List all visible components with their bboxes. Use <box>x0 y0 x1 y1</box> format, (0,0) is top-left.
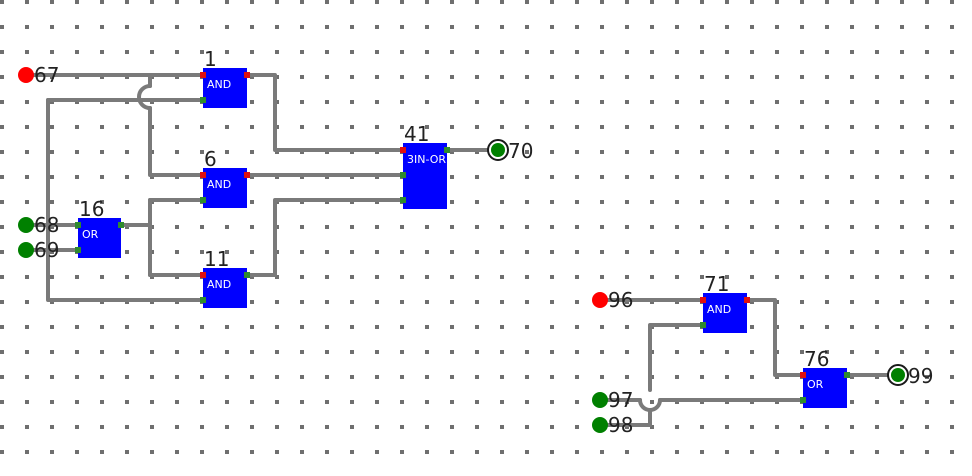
input-pin[interactable] <box>200 297 206 303</box>
gate-type-label: AND <box>207 278 231 291</box>
output-pin[interactable] <box>244 272 250 278</box>
gate-11[interactable]: AND 11 <box>200 247 250 308</box>
input-toggle[interactable] <box>592 417 608 433</box>
gate-type-label: AND <box>207 78 231 91</box>
input-pin[interactable] <box>75 222 81 228</box>
gate-76[interactable]: OR 76 <box>800 347 850 408</box>
input-toggle[interactable] <box>18 67 34 83</box>
gate-id-label: 6 <box>204 147 217 171</box>
input-node-96[interactable]: 96 <box>592 288 633 312</box>
input-pin[interactable] <box>400 197 406 203</box>
output-id-label: 99 <box>908 364 933 388</box>
output-pin[interactable] <box>844 372 850 378</box>
gate-type-label: 3IN-OR <box>407 153 446 166</box>
output-pin[interactable] <box>444 147 450 153</box>
output-pin[interactable] <box>244 72 250 78</box>
input-pin[interactable] <box>800 372 806 378</box>
input-node-97[interactable]: 97 <box>592 388 633 412</box>
gate-1[interactable]: AND 1 <box>200 47 250 108</box>
output-pin[interactable] <box>118 222 124 228</box>
input-pin[interactable] <box>200 72 206 78</box>
input-pin[interactable] <box>200 197 206 203</box>
gate-71[interactable]: AND 71 <box>700 272 750 333</box>
gate-body[interactable] <box>803 368 847 408</box>
gate-body[interactable] <box>203 168 247 208</box>
input-pin[interactable] <box>700 322 706 328</box>
input-pin[interactable] <box>400 147 406 153</box>
input-id-label: 67 <box>34 63 59 87</box>
gate-body[interactable] <box>403 143 447 209</box>
input-id-label: 97 <box>608 388 633 412</box>
gate-type-label: AND <box>207 178 231 191</box>
gate-id-label: 71 <box>704 272 729 296</box>
input-toggle[interactable] <box>592 292 608 308</box>
input-node-67[interactable]: 67 <box>18 63 59 87</box>
output-pin[interactable] <box>244 172 250 178</box>
input-toggle[interactable] <box>592 392 608 408</box>
input-pin[interactable] <box>200 172 206 178</box>
input-id-label: 69 <box>34 238 59 262</box>
input-node-68[interactable]: 68 <box>18 213 59 237</box>
wires <box>24 73 900 427</box>
gate-id-label: 11 <box>204 247 229 271</box>
output-lamp <box>491 143 505 157</box>
gate-id-label: 1 <box>204 47 217 71</box>
gate-id-label: 41 <box>404 122 429 146</box>
gate-41[interactable]: 3IN-OR 41 <box>400 122 450 209</box>
input-toggle[interactable] <box>18 242 34 258</box>
input-id-label: 68 <box>34 213 59 237</box>
gate-body[interactable] <box>203 68 247 108</box>
output-node-70[interactable]: 70 <box>487 139 533 163</box>
output-node-99[interactable]: 99 <box>887 364 933 388</box>
input-pin[interactable] <box>75 247 81 253</box>
gate-id-label: 16 <box>79 197 104 221</box>
input-node-69[interactable]: 69 <box>18 238 59 262</box>
input-id-label: 96 <box>608 288 633 312</box>
gate-id-label: 76 <box>804 347 829 371</box>
input-node-98[interactable]: 98 <box>592 413 633 437</box>
input-toggle[interactable] <box>18 217 34 233</box>
gate-body[interactable] <box>703 293 747 333</box>
input-pin[interactable] <box>400 172 406 178</box>
gate-type-label: OR <box>807 378 824 391</box>
gate-6[interactable]: AND 6 <box>200 147 250 208</box>
gate-type-label: AND <box>707 303 731 316</box>
input-pin[interactable] <box>700 297 706 303</box>
output-lamp <box>891 368 905 382</box>
gate-16[interactable]: OR 16 <box>75 197 124 258</box>
input-pin[interactable] <box>200 97 206 103</box>
input-pin[interactable] <box>800 397 806 403</box>
gate-body[interactable] <box>203 268 247 308</box>
output-id-label: 70 <box>508 139 533 163</box>
input-pin[interactable] <box>200 272 206 278</box>
input-id-label: 98 <box>608 413 633 437</box>
output-pin[interactable] <box>744 297 750 303</box>
gate-type-label: OR <box>82 228 99 241</box>
gate-body[interactable] <box>78 218 121 258</box>
